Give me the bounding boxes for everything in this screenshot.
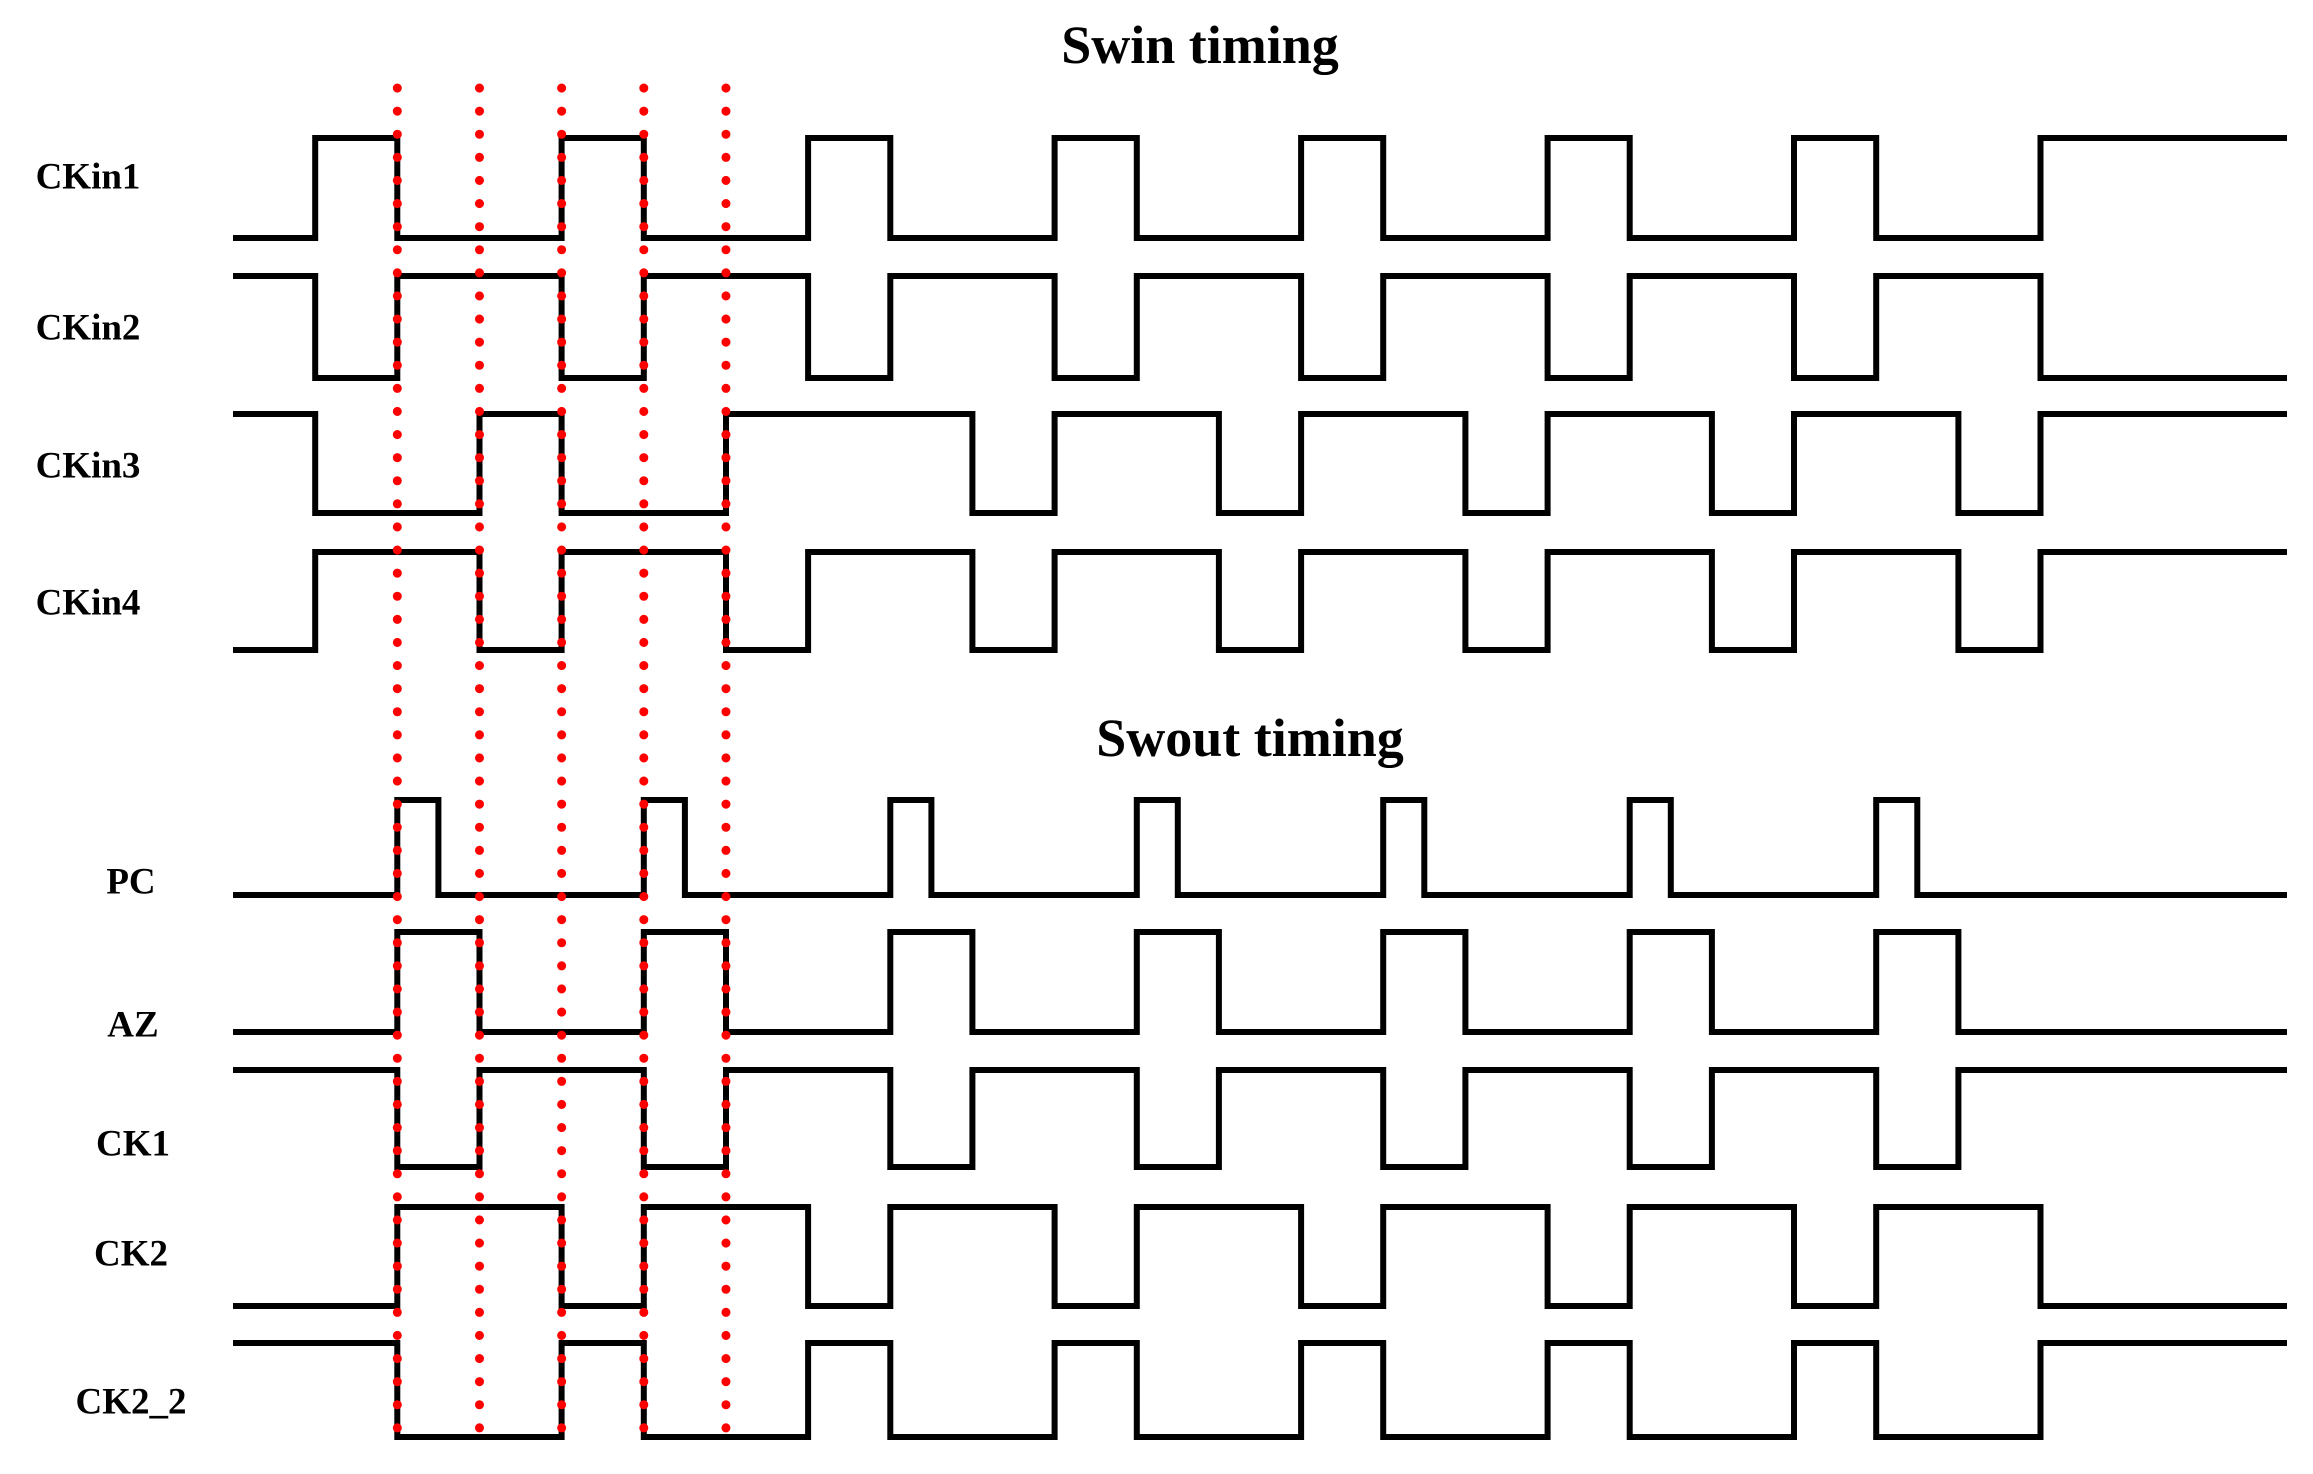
signal-label-az: AZ [107, 1004, 159, 1046]
signal-label-ck2: CK2 [94, 1233, 168, 1275]
waveform-ck2-2 [233, 1340, 2287, 1440]
waveform-pc [233, 797, 2287, 898]
waveform-ckin1 [233, 135, 2287, 241]
swin-timing-title: Swin timing [1061, 15, 1339, 75]
signal-label-ckin1: CKin1 [35, 156, 141, 198]
signal-label-ck2-2: CK2_2 [75, 1381, 187, 1423]
waveform-ck1 [233, 1067, 2287, 1170]
waveform-az [233, 929, 2287, 1035]
signal-label-ckin2: CKin2 [35, 307, 141, 349]
signal-label-ck1: CK1 [96, 1123, 170, 1165]
waveform-ckin4 [233, 549, 2287, 653]
signal-label-ckin3: CKin3 [35, 445, 141, 487]
waveform-ckin2 [233, 273, 2287, 381]
swout-timing-title: Swout timing [1096, 708, 1404, 768]
waveform-ckin3 [233, 411, 2287, 516]
signal-label-ckin4: CKin4 [35, 582, 141, 624]
waveform-ck2 [233, 1204, 2287, 1309]
signal-label-pc: PC [106, 861, 156, 903]
